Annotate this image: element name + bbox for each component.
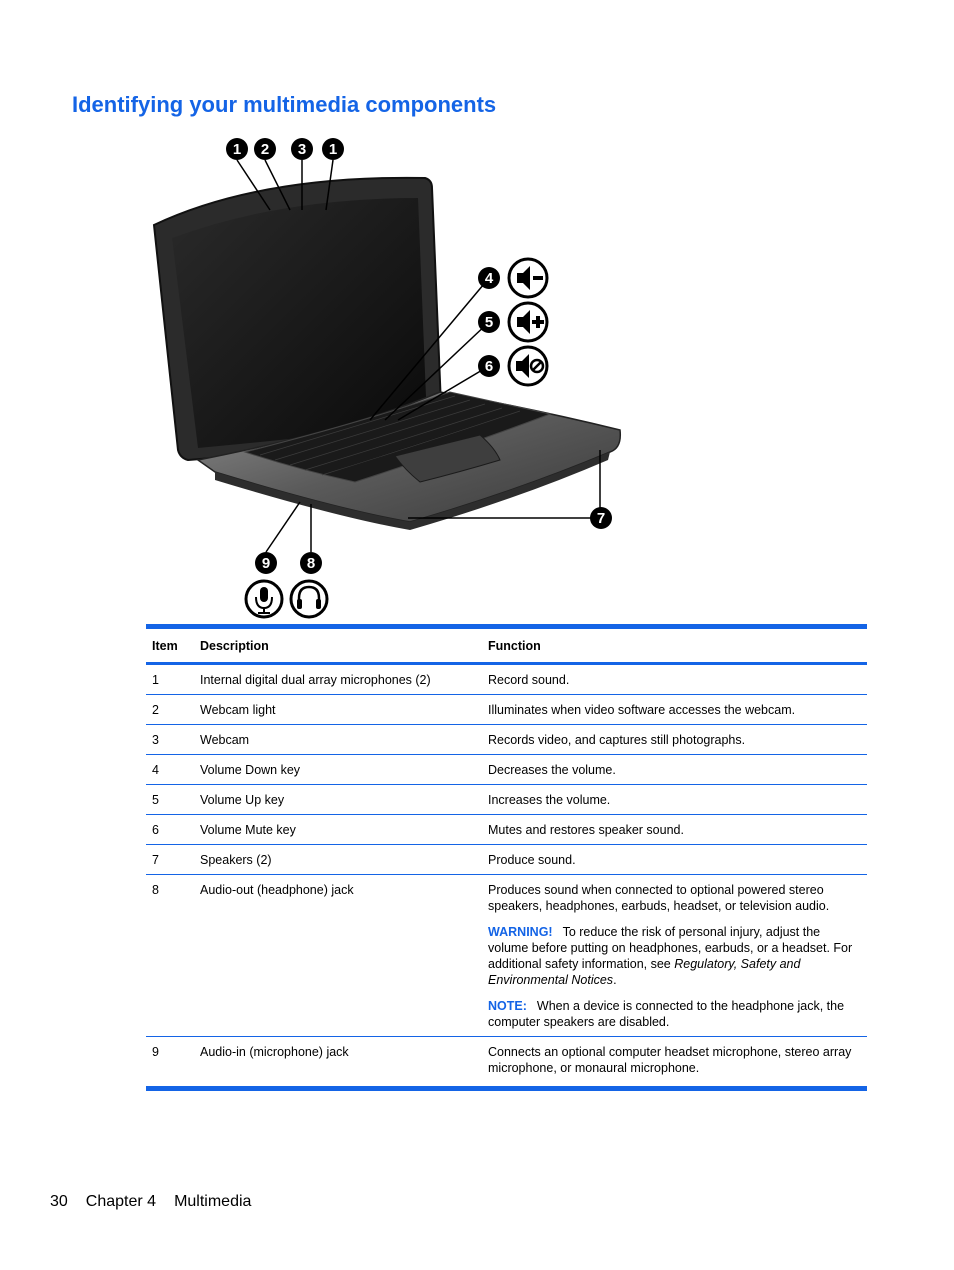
svg-text:1: 1 [233,141,241,158]
row-function: Records video, and captures still photog… [482,724,867,755]
row-item: 7 [146,844,194,875]
row-item: 5 [146,784,194,815]
callout-2: 2 [254,138,276,160]
page-number: 30 [50,1193,68,1210]
row-item: 1 [146,663,194,695]
row-function: Illuminates when video software accesses… [482,694,867,725]
headphone-icon [289,579,329,619]
volume-down-icon [507,257,549,299]
warning-label: WARNING! [488,925,553,939]
volume-up-icon [507,301,549,343]
callout-4: 4 [478,267,500,289]
callout-5: 5 [478,311,500,333]
svg-text:1: 1 [329,141,337,158]
warning-reference: Regulatory, Safety and Environmental Not… [488,957,801,987]
header-function: Function [482,624,867,665]
warning-text: To reduce the risk of personal injury, a… [488,925,853,971]
callout-1a: 1 [226,138,248,160]
page-title: Identifying your multimedia components [72,92,497,117]
row-function: Connects an optional computer headset mi… [482,1036,867,1091]
laptop-figure: 1 2 3 1 4 5 6 7 9 8 [152,138,622,619]
table-row: 6 Volume Mute key Mutes and restores spe… [146,814,867,845]
svg-text:8: 8 [307,555,315,572]
laptop-screen [172,198,427,448]
table-header-row: Item Description Function [146,624,867,665]
row-function: Produces sound when connected to optiona… [488,883,830,913]
svg-text:3: 3 [298,141,306,158]
note: NOTE:When a device is connected to the h… [488,998,861,1030]
svg-text:4: 4 [485,270,494,287]
touchpad [394,434,501,483]
row-function: Mutes and restores speaker sound. [482,814,867,845]
callout-3: 3 [291,138,313,160]
svg-text:7: 7 [597,510,605,527]
note-text: When a device is connected to the headph… [488,999,845,1029]
svg-text:5: 5 [485,314,493,331]
row-description: Audio-in (microphone) jack [194,1036,482,1091]
svg-text:2: 2 [261,141,269,158]
chapter-label: Chapter 4 [85,1193,157,1210]
table-row: 8 Audio-out (headphone) jack Produces so… [146,874,867,1037]
note-label: NOTE: [488,999,527,1013]
table-row: 2 Webcam light Illuminates when video so… [146,694,867,725]
row-function: Decreases the volume. [482,754,867,785]
header-item: Item [146,624,194,665]
keyboard [243,391,552,483]
row-function: Produce sound. [482,844,867,875]
row-item: 9 [146,1036,194,1091]
warning-note: WARNING!To reduce the risk of personal i… [488,924,861,988]
svg-text:6: 6 [485,358,493,375]
volume-mute-icon [507,345,549,387]
callout-7: 7 [590,507,612,529]
table-row: 5 Volume Up key Increases the volume. [146,784,867,815]
components-table: Item Description Function 1 Internal dig… [146,624,867,1091]
table-row: 4 Volume Down key Decreases the volume. [146,754,867,785]
callout-1b: 1 [322,138,344,160]
row-item: 8 [146,874,194,1037]
row-item: 3 [146,724,194,755]
table-row: 1 Internal digital dual array microphone… [146,663,867,695]
callout-8: 8 [300,552,322,574]
row-description: Volume Mute key [194,814,482,845]
table-row: 9 Audio-in (microphone) jack Connects an… [146,1036,867,1091]
row-description: Webcam [194,724,482,755]
page-footer: 30 Chapter 4 Multimedia [50,1193,269,1211]
row-description: Speakers (2) [194,844,482,875]
row-description: Webcam light [194,694,482,725]
table-row: 7 Speakers (2) Produce sound. [146,844,867,875]
warning-end: . [613,973,617,987]
table-row: 3 Webcam Records video, and captures sti… [146,724,867,755]
row-function: Increases the volume. [482,784,867,815]
row-description: Audio-out (headphone) jack [194,874,482,1037]
row-description: Volume Down key [194,754,482,785]
svg-text:9: 9 [262,555,270,572]
row-function: Record sound. [482,663,867,695]
microphone-icon [244,579,284,619]
header-description: Description [194,624,482,665]
row-item: 2 [146,694,194,725]
callout-6: 6 [478,355,500,377]
row-description: Volume Up key [194,784,482,815]
section-label: Multimedia [174,1193,252,1210]
row-function-group: Produces sound when connected to optiona… [482,874,867,1037]
callout-9: 9 [255,552,277,574]
row-description: Internal digital dual array microphones … [194,663,482,695]
row-item: 6 [146,814,194,845]
row-item: 4 [146,754,194,785]
